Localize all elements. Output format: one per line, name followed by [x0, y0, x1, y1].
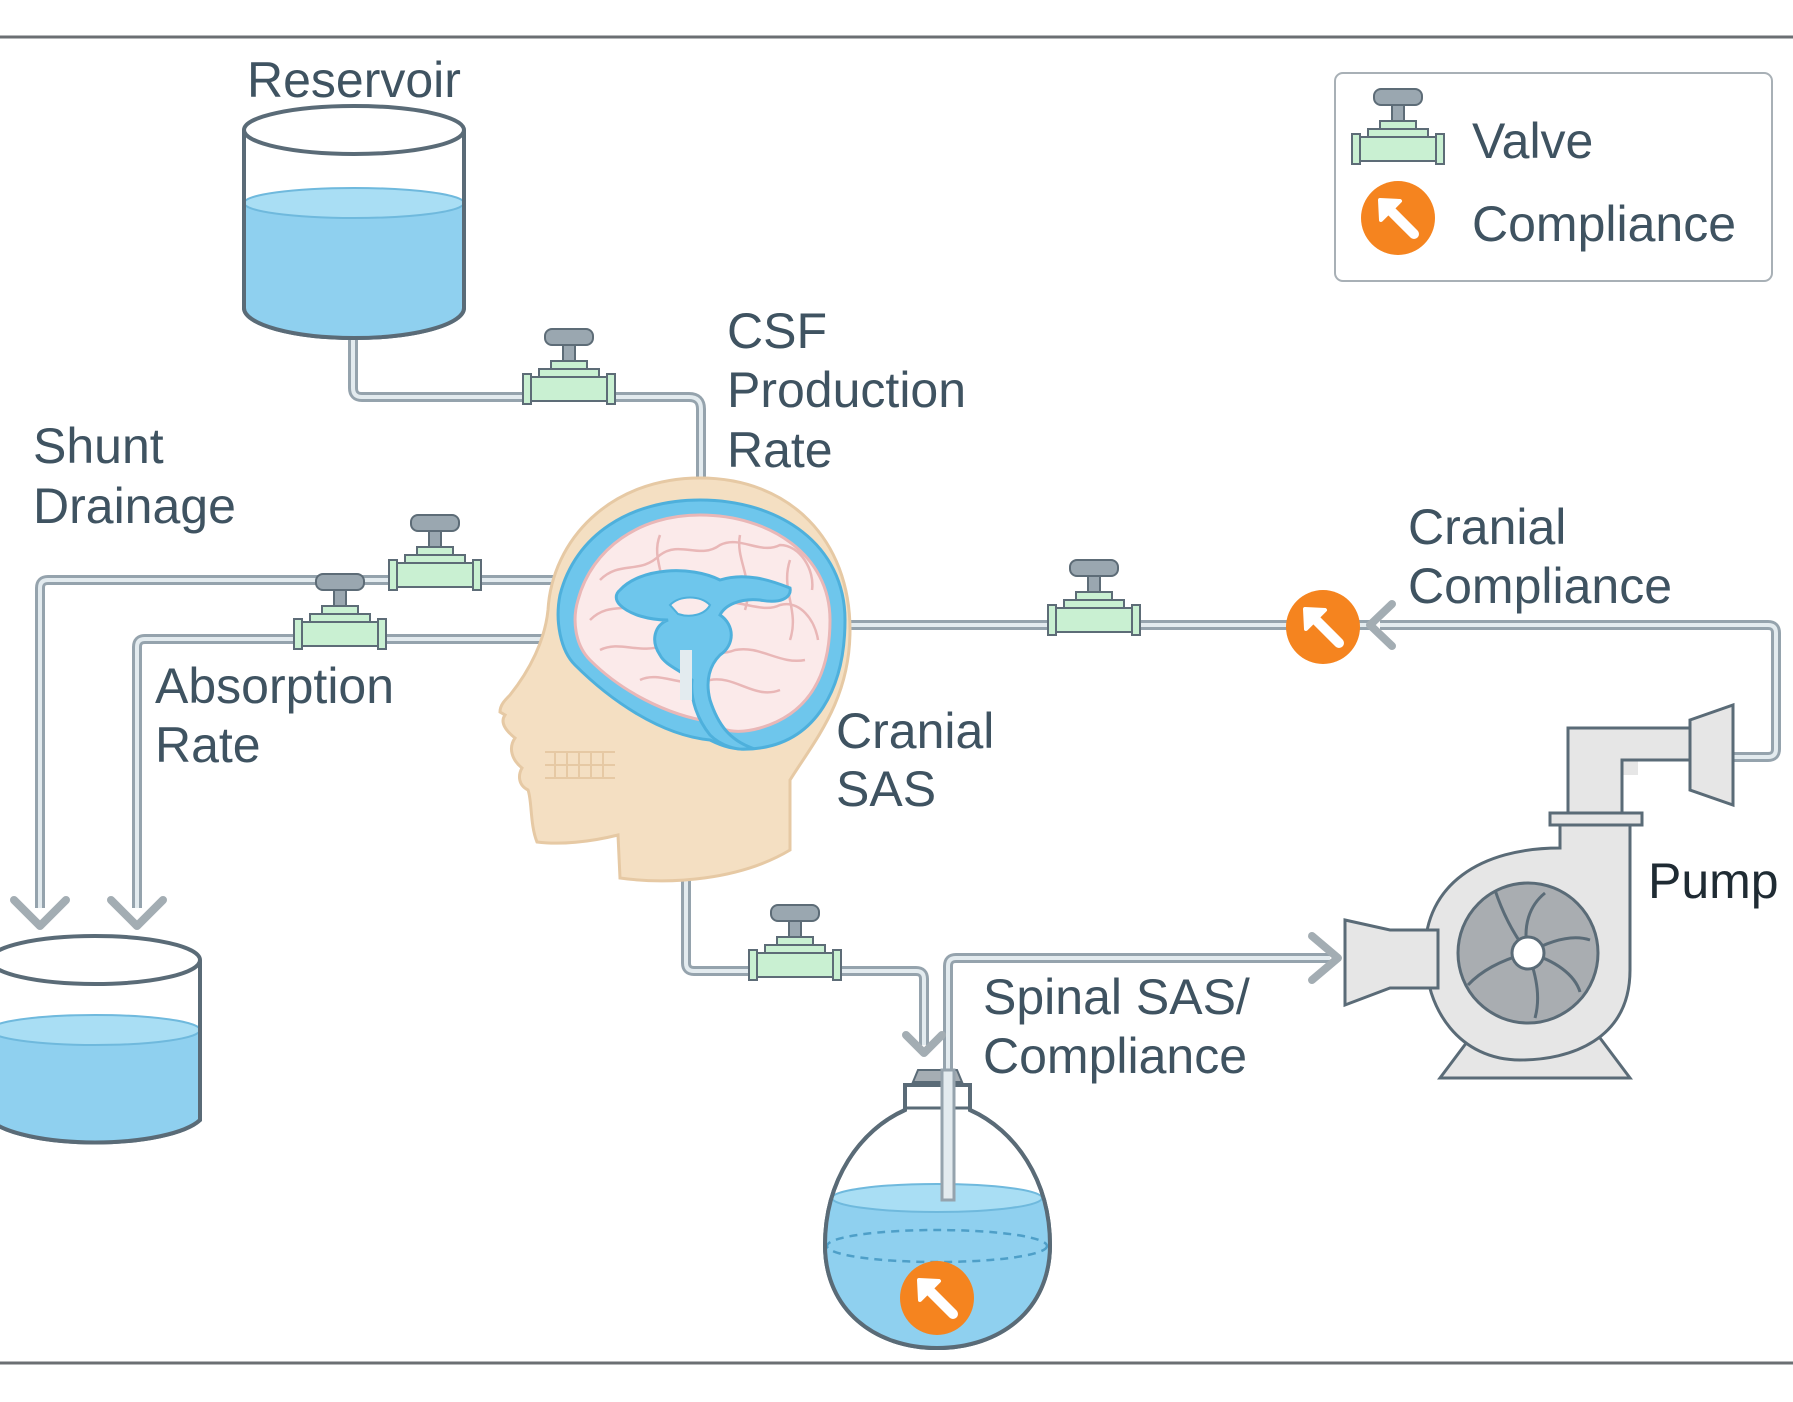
absorption-label-line1: Absorption: [155, 658, 394, 714]
reservoir-icon: [242, 104, 466, 340]
valve-icon[interactable]: [293, 573, 387, 650]
spinal-label-line2: Compliance: [983, 1028, 1247, 1084]
legend-valve-label: Valve: [1472, 113, 1593, 169]
flask-icon: [822, 1068, 1053, 1351]
legend: Valve Compliance: [1334, 72, 1773, 282]
reservoir-label: Reservoir: [247, 52, 461, 108]
cranial-compliance-label-line2: Compliance: [1408, 558, 1672, 614]
cranial-compliance-label-line1: Cranial: [1408, 499, 1566, 555]
compliance-icon: [1361, 181, 1435, 255]
drainage-reservoir-icon: [0, 934, 202, 1145]
csf-production-label-line3: Rate: [727, 422, 833, 478]
valve-icon[interactable]: [1047, 559, 1141, 636]
valve-icon[interactable]: [522, 328, 616, 405]
spinal-label-line1: Spinal SAS/: [983, 969, 1250, 1025]
shunt-drainage-label-line2: Drainage: [33, 478, 236, 534]
cranial-sas-label-line2: SAS: [836, 761, 936, 817]
shunt-drainage-label-line1: Shunt: [33, 418, 164, 474]
cranial-sas-label-line1: Cranial: [836, 703, 994, 759]
legend-compliance-label: Compliance: [1472, 196, 1736, 252]
csf-production-label-line2: Production: [727, 362, 966, 418]
pump-icon[interactable]: [1343, 702, 1735, 1080]
compliance-icon: [900, 1261, 974, 1335]
compliance-icon: [1286, 590, 1360, 664]
brain-icon: [498, 476, 852, 883]
pump-label: Pump: [1648, 853, 1779, 909]
valve-icon[interactable]: [388, 514, 482, 591]
absorption-label-line2: Rate: [155, 717, 261, 773]
csf-production-label-line1: CSF: [727, 303, 827, 359]
valve-icon[interactable]: [748, 904, 842, 981]
